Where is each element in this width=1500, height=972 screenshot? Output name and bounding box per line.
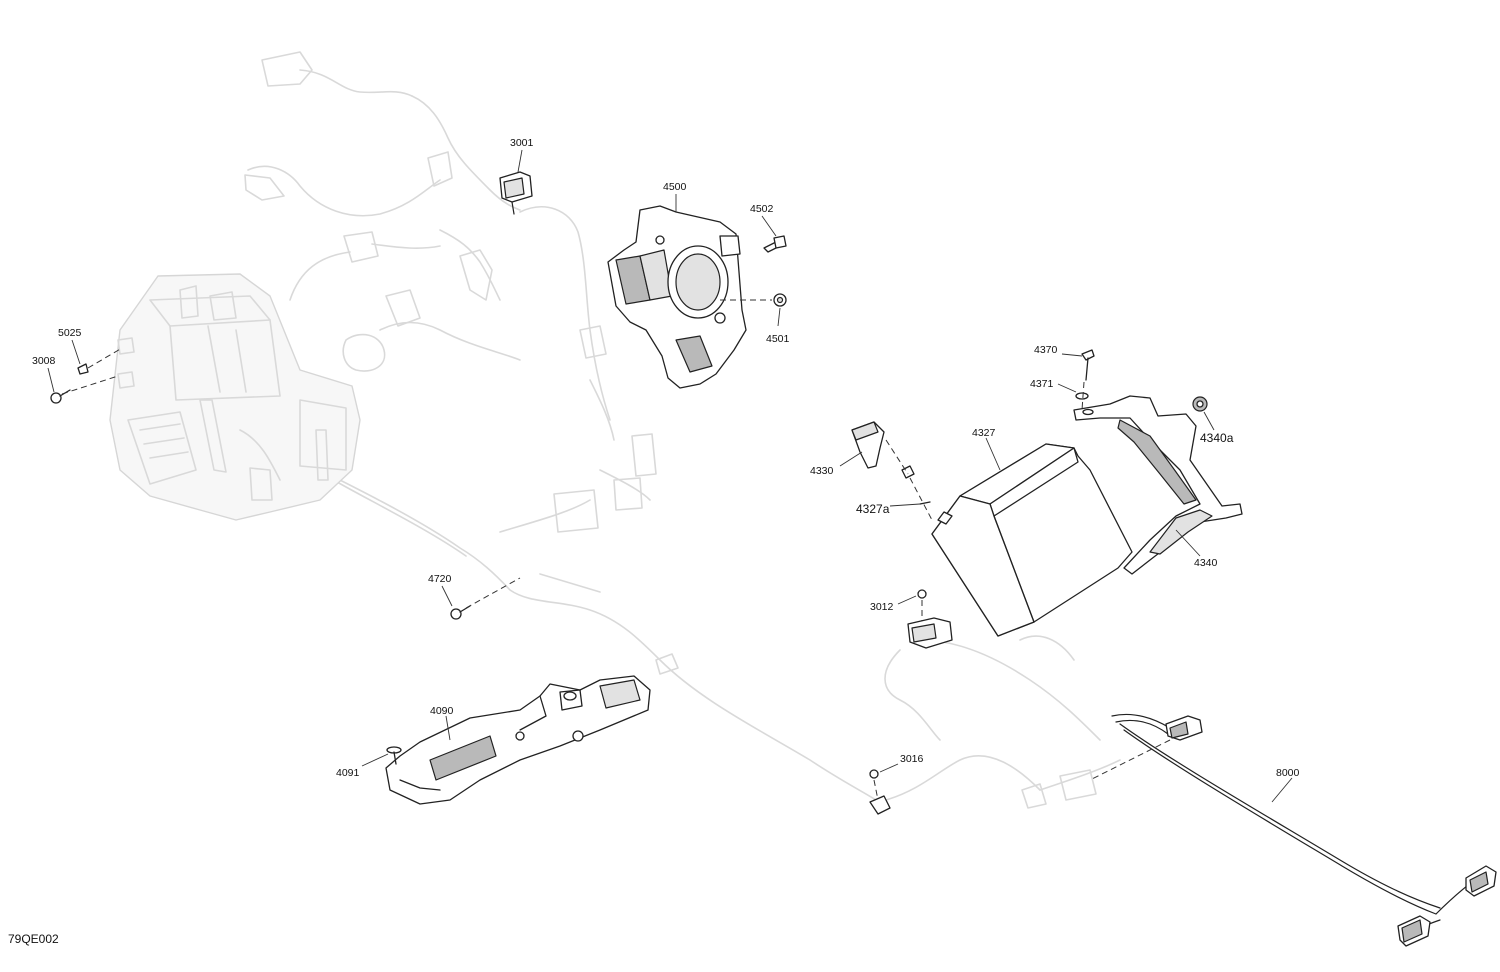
bolt-4502 — [761, 215, 787, 253]
callout-4500: 4500 — [663, 181, 687, 193]
callout-3001: 3001 — [510, 137, 534, 149]
bracket-4340 — [1073, 395, 1243, 575]
callout-4502: 4502 — [750, 203, 774, 215]
terminal-cover-4330 — [839, 421, 885, 469]
callout-8000: 8000 — [1276, 767, 1300, 779]
ghost-wiring-harness — [109, 51, 1121, 809]
callout-labels: 3001 4500 4502 4501 5025 3008 4370 4371 … — [32, 137, 1300, 779]
callout-4370: 4370 — [1034, 344, 1058, 356]
connector-3001 — [499, 149, 533, 215]
connector-3012 — [897, 589, 953, 649]
callout-4371: 4371 — [1030, 378, 1054, 390]
screw-4091 — [361, 746, 402, 767]
callout-3016: 3016 — [900, 753, 924, 765]
battery-4327 — [931, 437, 1133, 637]
screw-4720 — [441, 577, 521, 620]
nut-4501 — [720, 293, 787, 327]
diagram-code: 79QE002 — [8, 932, 59, 946]
fasteners-5025-3008 — [47, 339, 123, 404]
callout-4327: 4327 — [972, 427, 996, 439]
bracket-4500 — [607, 194, 747, 389]
nut-4340a — [1192, 396, 1215, 431]
washer-4371 — [1057, 381, 1089, 411]
bolt-4370 — [1061, 349, 1095, 381]
callout-4340a: 4340a — [1200, 431, 1234, 445]
callout-3008: 3008 — [32, 355, 56, 367]
tray-4090 — [385, 675, 651, 805]
callout-5025: 5025 — [58, 327, 82, 339]
callout-4091: 4091 — [336, 767, 360, 779]
callout-4720: 4720 — [428, 573, 452, 585]
clip-3016 — [869, 763, 899, 815]
callout-4340: 4340 — [1194, 557, 1218, 569]
callout-4501: 4501 — [766, 333, 790, 345]
callout-3012: 3012 — [870, 601, 894, 613]
screw-4327a — [885, 439, 933, 521]
callout-4330: 4330 — [810, 465, 834, 477]
callout-4327a: 4327a — [856, 502, 890, 516]
harness-8000 — [1089, 713, 1497, 947]
callout-4090: 4090 — [430, 705, 454, 717]
